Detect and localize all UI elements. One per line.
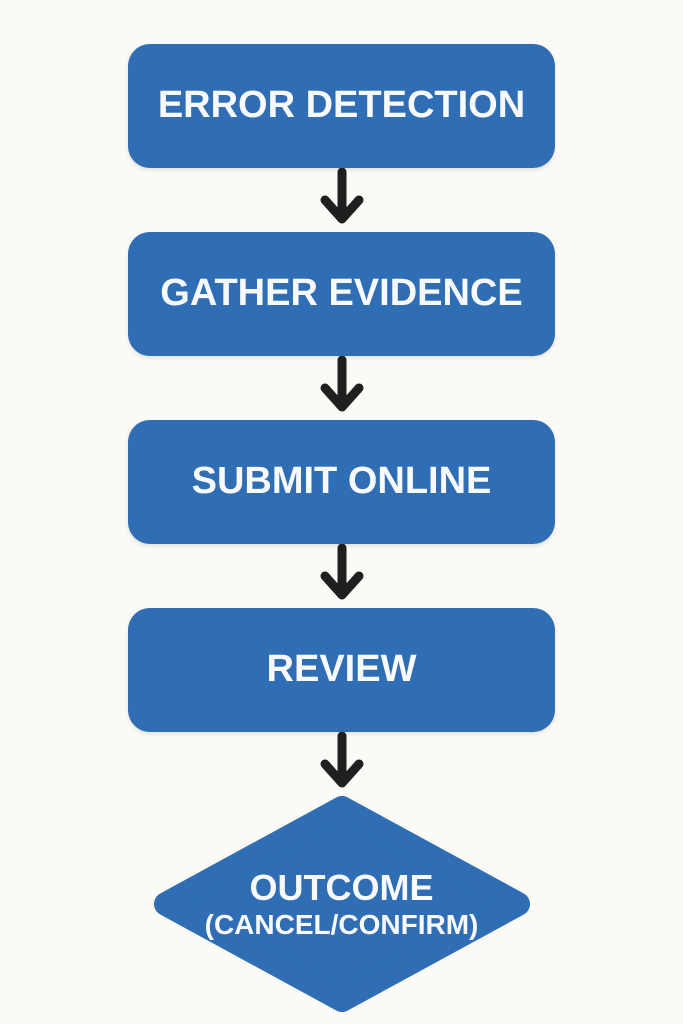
flow-node-error-detection: ERROR DETECTION xyxy=(128,44,555,168)
flow-node-label: REVIEW xyxy=(266,648,417,691)
flow-node-gather-evidence: GATHER EVIDENCE xyxy=(128,232,555,356)
flow-node-review: REVIEW xyxy=(128,608,555,732)
flow-node-outcome: OUTCOME (CANCEL/CONFIRM) xyxy=(153,796,530,1012)
arrow-down-icon xyxy=(320,168,363,224)
diamond-shape xyxy=(153,796,530,1012)
arrow-down-icon xyxy=(320,544,363,600)
flow-node-label: ERROR DETECTION xyxy=(157,84,526,127)
flow-node-label: GATHER EVIDENCE xyxy=(160,272,523,315)
flow-node-label: OUTCOME xyxy=(249,867,434,909)
flow-node-outcome-text: OUTCOME (CANCEL/CONFIRM) xyxy=(154,796,530,1012)
flow-node-label: SUBMIT ONLINE xyxy=(191,460,492,503)
flow-node-submit-online: SUBMIT ONLINE xyxy=(128,420,555,544)
arrow-down-icon xyxy=(320,732,363,788)
arrow-down-icon xyxy=(320,356,363,412)
flow-node-sublabel: (CANCEL/CONFIRM) xyxy=(204,908,479,940)
